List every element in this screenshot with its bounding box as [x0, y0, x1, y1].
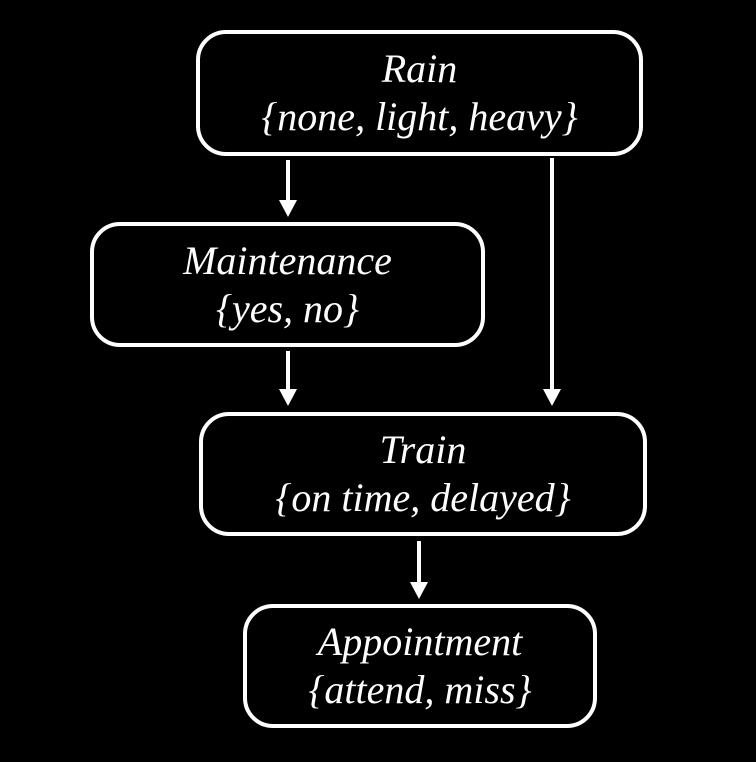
node-appointment-label: Appointment: [317, 619, 523, 664]
node-train-values: {on time, delayed}: [275, 475, 571, 520]
arrow-shaft: [550, 158, 554, 389]
node-train: Train {on time, delayed}: [199, 412, 647, 536]
node-maintenance-label: Maintenance: [183, 237, 392, 283]
node-train-label: Train: [379, 427, 467, 472]
arrow-shaft: [417, 541, 421, 582]
arrow-head-down-icon: [410, 582, 428, 599]
arrow-shaft: [286, 160, 290, 200]
node-appointment: Appointment {attend, miss}: [243, 604, 597, 728]
node-appointment-values: {attend, miss}: [308, 667, 532, 712]
arrow-shaft: [286, 351, 290, 389]
node-maintenance-values: {yes, no}: [215, 285, 360, 331]
node-rain-values: {none, light, heavy}: [261, 94, 578, 139]
edge-rain-to-maintenance-arrow-icon: [279, 160, 297, 217]
node-rain-label: Rain: [381, 46, 458, 91]
arrow-head-down-icon: [543, 389, 561, 406]
edge-rain-to-train-arrow-icon: [543, 158, 561, 406]
edge-maintenance-to-train-arrow-icon: [279, 351, 297, 406]
edge-train-to-appointment-arrow-icon: [410, 541, 428, 599]
node-maintenance: Maintenance {yes, no}: [90, 222, 485, 347]
node-rain: Rain {none, light, heavy}: [196, 30, 643, 156]
arrow-head-down-icon: [279, 389, 297, 406]
arrow-head-down-icon: [279, 200, 297, 217]
